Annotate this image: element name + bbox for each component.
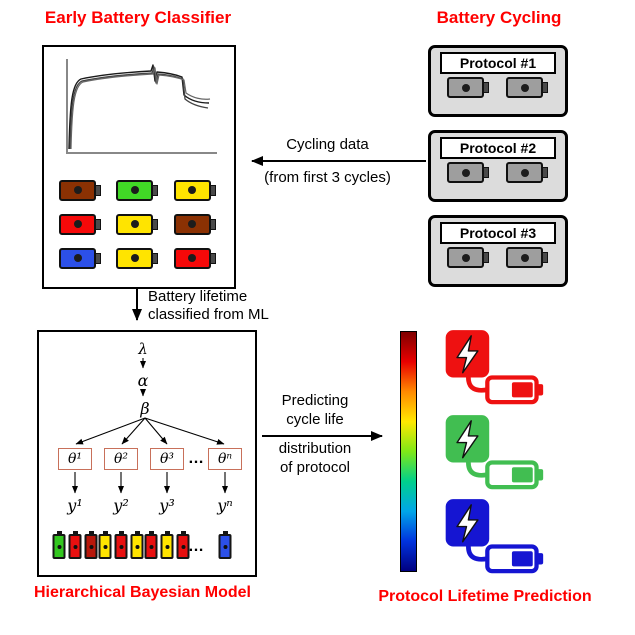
- alpha-node: α: [137, 371, 149, 390]
- cycling-data-label-line1: Cycling data: [286, 136, 369, 153]
- lightning-bolt-icon: [456, 335, 479, 374]
- battery-icon: [98, 534, 112, 559]
- lifetime-arrow: [132, 288, 142, 321]
- predict-label-line4: of protocol: [279, 459, 351, 476]
- cycling-data-arrow: [251, 156, 426, 166]
- y-n-node: yⁿ: [217, 496, 233, 515]
- battery-icon: [485, 375, 544, 405]
- battery-icon: [506, 247, 548, 268]
- protocol-1-label: Protocol #1: [440, 52, 556, 74]
- battery-group-2: [98, 534, 144, 559]
- theta-ellipsis: …: [188, 450, 204, 467]
- hierarchical-bayesian-model-title: Hierarchical Bayesian Model: [34, 584, 251, 601]
- protocol-3-box: Protocol #3: [428, 215, 568, 287]
- protocol-1-batteries: [431, 77, 565, 98]
- battery-icon: [130, 534, 144, 559]
- battery-icon: [485, 544, 544, 574]
- battery-icon: [485, 460, 544, 490]
- battery-icon: [116, 179, 159, 201]
- battery-icon: [68, 534, 82, 559]
- charger-battery-icon-red: [440, 328, 546, 408]
- y-1-node: y¹: [67, 496, 83, 515]
- battery-icon: [173, 213, 216, 235]
- protocol-3-batteries: [431, 247, 565, 268]
- battery-group-1: [52, 534, 98, 559]
- theta-1-node: θ¹: [58, 448, 92, 470]
- bayesian-model-box: λ α β θ¹ θ² θ³ … θⁿ y¹ y² y³ yⁿ …: [37, 330, 257, 577]
- protocol-lifetime-prediction-title: Protocol Lifetime Prediction: [378, 588, 592, 605]
- battery-icon: [84, 534, 98, 559]
- predict-label-line3: distribution: [278, 440, 352, 457]
- battery-icon: [160, 534, 174, 559]
- protocol-1-box: Protocol #1: [428, 45, 568, 117]
- theta-3-node: θ³: [150, 448, 184, 470]
- charger-cable: [466, 375, 490, 393]
- battery-icon: [218, 534, 232, 559]
- early-battery-classifier-title: Early Battery Classifier: [44, 8, 232, 27]
- protocol-3-label: Protocol #3: [440, 222, 556, 244]
- battery-icon: [176, 534, 190, 559]
- battery-cycling-title: Battery Cycling: [436, 8, 562, 27]
- battery-icon: [59, 213, 102, 235]
- battery-group-3: [144, 534, 190, 559]
- theta-2-node: θ²: [104, 448, 138, 470]
- battery-group-n: [218, 534, 232, 559]
- classifier-battery-grid: [52, 173, 224, 275]
- predict-label-line2: cycle life: [286, 411, 344, 428]
- lifetime-label-line1: Battery lifetime: [148, 288, 248, 305]
- charger-battery-icon-green: [440, 413, 546, 493]
- cycling-data-label-line2: (from first 3 cycles): [264, 169, 391, 186]
- battery-icon: [447, 247, 489, 268]
- battery-icon: [116, 213, 159, 235]
- bayesian-graph-edges: [72, 358, 228, 494]
- y-3-node: y³: [159, 496, 175, 515]
- battery-icon: [116, 247, 159, 269]
- lightning-bolt-icon: [456, 504, 479, 543]
- battery-icon: [59, 247, 102, 269]
- protocol-2-box: Protocol #2: [428, 130, 568, 202]
- battery-group-ellipsis: …: [188, 538, 204, 555]
- lambda-node: λ: [138, 340, 148, 358]
- lifetime-label-line2: classified from ML: [148, 306, 269, 323]
- battery-icon: [173, 247, 216, 269]
- battery-icon: [447, 77, 489, 98]
- battery-icon: [52, 534, 66, 559]
- charger-cable: [466, 460, 490, 478]
- plot-axes: [66, 59, 217, 154]
- predict-label-line1: Predicting: [281, 392, 349, 409]
- predicting-arrow: [262, 431, 383, 441]
- battery-icon: [114, 534, 128, 559]
- battery-icon: [59, 179, 102, 201]
- voltage-curves-plot: [66, 59, 217, 154]
- battery-icon: [447, 162, 489, 183]
- classifier-box: [42, 45, 236, 289]
- charger-battery-icon-blue: [440, 497, 546, 577]
- protocol-2-label: Protocol #2: [440, 137, 556, 159]
- battery-icon: [506, 162, 548, 183]
- y-2-node: y²: [113, 496, 129, 515]
- theta-n-node: θⁿ: [208, 448, 242, 470]
- lifetime-colorbar: [400, 331, 417, 572]
- lightning-bolt-icon: [456, 420, 479, 459]
- beta-node: β: [140, 399, 150, 418]
- charger-cable: [466, 544, 490, 562]
- protocol-2-batteries: [431, 162, 565, 183]
- battery-icon: [144, 534, 158, 559]
- battery-icon: [173, 179, 216, 201]
- battery-icon: [506, 77, 548, 98]
- discharge-curves: [68, 64, 211, 150]
